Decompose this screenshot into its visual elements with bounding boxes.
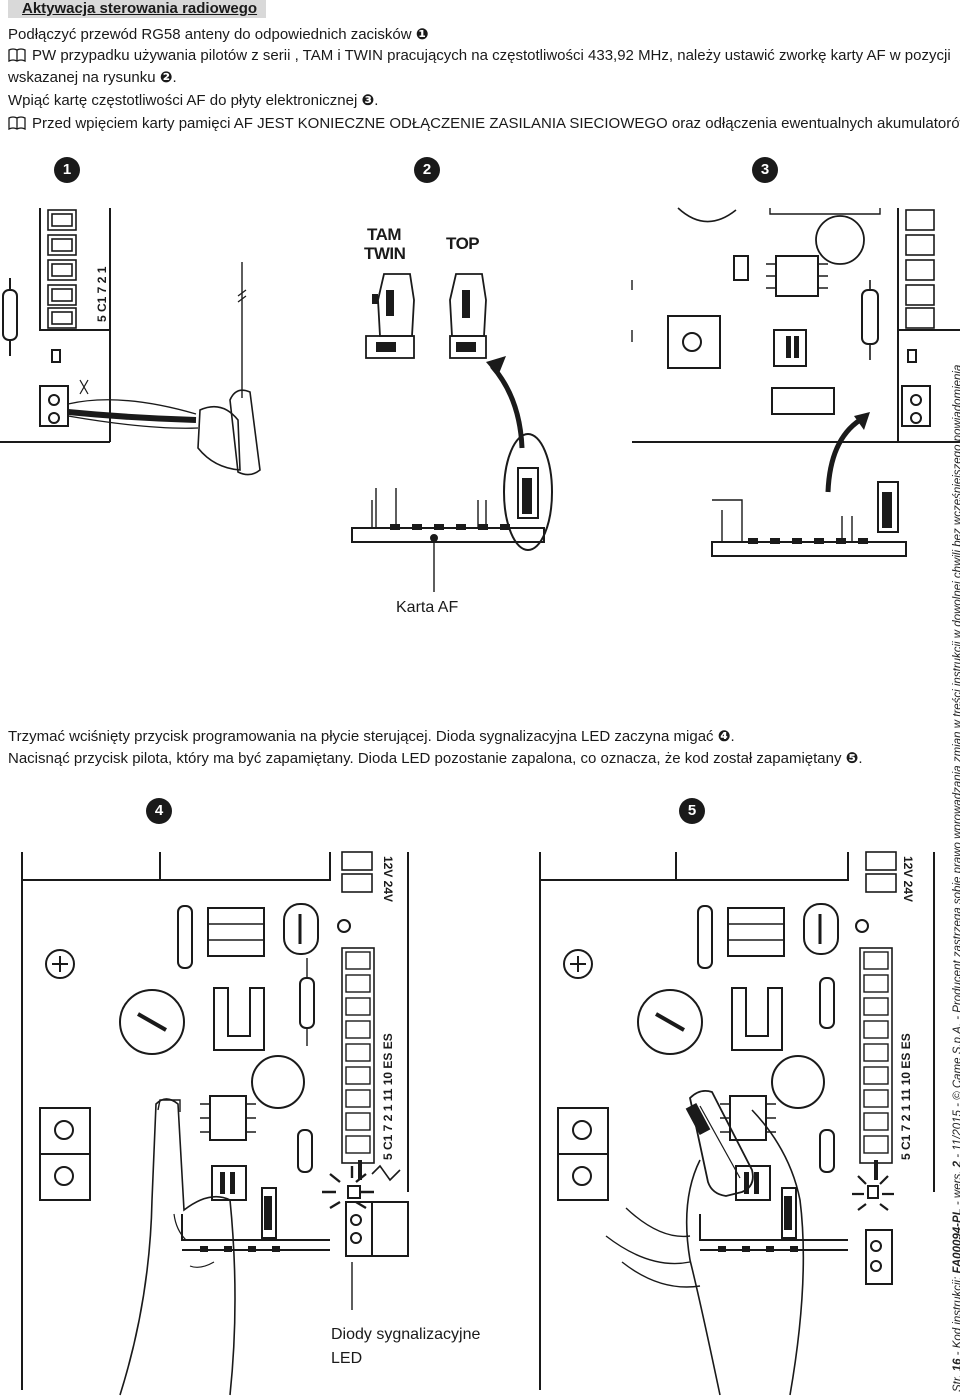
figure-number-3: 3 (752, 157, 778, 183)
paragraph-3: Wpiąć kartę częstotliwości AF do płyty e… (8, 92, 379, 109)
paragraph-2-cont: wskazanej na rysunku ❷. (8, 69, 177, 86)
footer-vertical-text: Str. 16 - Kod instrukcji: FA00094-PL - w… (952, 364, 960, 1392)
figure-ref: ❶ (415, 26, 429, 43)
book-icon (8, 48, 26, 62)
label-karta-af: Karta AF (396, 599, 459, 616)
figure-number-2: 2 (414, 157, 440, 183)
section-heading-box: Aktywacja sterowania radiowego (8, 0, 266, 18)
figure-ref: ❸ (361, 92, 375, 109)
terminal-labels-fig5: 5 C1 7 2 1 11 10 ES ES (899, 1033, 913, 1160)
terminal-labels-fig4: 5 C1 7 2 1 11 10 ES ES (381, 1033, 395, 1160)
figure-number-5: 5 (679, 798, 705, 824)
section-heading: Aktywacja sterowania radiowego (22, 0, 258, 17)
paragraph-6: Nacisnąć przycisk pilota, który ma być z… (8, 750, 863, 767)
paragraph-4: Przed wpięciem karty pamięci AF JEST KON… (8, 113, 960, 135)
paragraph-5: Trzymać wciśnięty przycisk programowania… (8, 728, 735, 745)
voltage-label-fig5: 12V 24V (901, 856, 915, 903)
paragraph-1: Podłączyć przewód RG58 anteny do odpowie… (8, 26, 429, 43)
figure-number-4: 4 (146, 798, 172, 824)
label-diody-line2: LED (331, 1350, 363, 1367)
label-tam: TAM (367, 225, 402, 244)
paragraph-2: PW przypadku używania pilotów z serii , … (8, 45, 951, 67)
label-diody-line1: Diody sygnalizacyjne (331, 1326, 481, 1343)
figure-ref: ❺ (845, 750, 859, 767)
voltage-label-fig4: 12V 24V (381, 856, 395, 903)
label-twin: TWIN (364, 244, 406, 263)
book-icon (8, 116, 26, 130)
figure-ref: ❷ (159, 69, 173, 86)
label-top: TOP (446, 234, 480, 253)
figure-number-1: 1 (54, 157, 80, 183)
figure-ref: ❹ (717, 728, 731, 745)
